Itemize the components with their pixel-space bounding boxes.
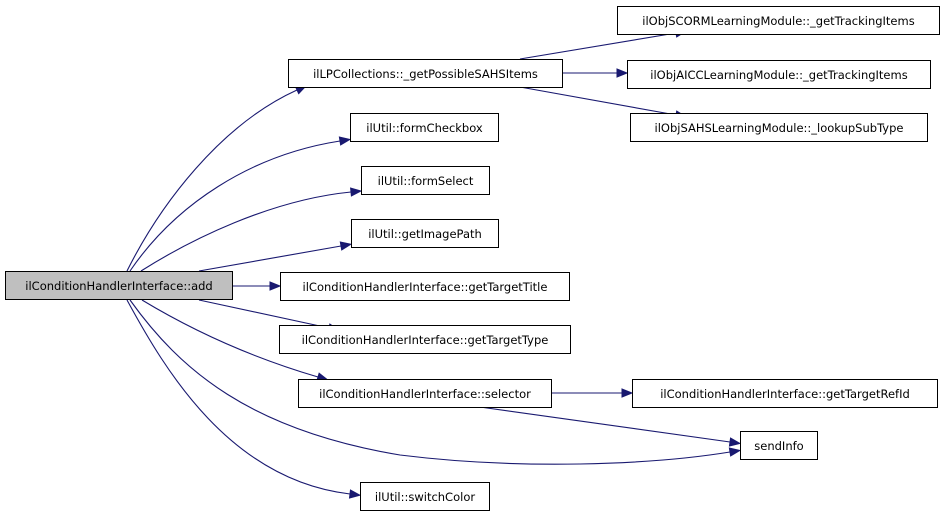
edge-getPossibleSAHSItems-to-aiccTracking xyxy=(562,68,629,78)
edge-line xyxy=(129,299,731,465)
node-scorm-get-tracking-items[interactable]: ilObjSCORMLearningModule::_getTrackingIt… xyxy=(617,6,940,35)
node-label: ilUtil::formCheckbox xyxy=(366,121,483,135)
node-label: ilObjSCORMLearningModule::_getTrackingIt… xyxy=(642,14,914,28)
node-get-target-ref-id[interactable]: ilConditionHandlerInterface::getTargetRe… xyxy=(632,379,938,408)
arrowhead-icon xyxy=(728,437,742,447)
node-label: ilConditionHandlerInterface::getTargetRe… xyxy=(660,387,910,401)
edge-line xyxy=(198,245,342,272)
node-label: ilConditionHandlerInterface::selector xyxy=(319,387,531,401)
node-label: ilConditionHandlerInterface::getTargetTy… xyxy=(302,333,549,347)
arrowhead-icon xyxy=(338,136,352,146)
node-sahs-lookup-sub-type[interactable]: ilObjSAHSLearningModule::_lookupSubType xyxy=(630,113,928,142)
edge-add-to-switchColor xyxy=(126,299,362,499)
node-label: ilObjSAHSLearningModule::_lookupSubType xyxy=(655,121,904,135)
edge-line xyxy=(519,86,677,116)
node-label: ilLPCollections::_getPossibleSAHSItems xyxy=(313,67,538,81)
edge-selector-to-getTargetRefId xyxy=(551,388,634,398)
edge-selector-to-sendInfo xyxy=(479,406,742,447)
arrowhead-icon xyxy=(616,68,629,78)
node-label: ilObjAICCLearningModule::_getTrackingIte… xyxy=(650,68,907,82)
arrowhead-icon xyxy=(621,388,634,398)
node-form-select[interactable]: ilUtil::formSelect xyxy=(361,166,490,195)
node-get-target-title[interactable]: ilConditionHandlerInterface::getTargetTi… xyxy=(280,272,570,301)
node-get-image-path[interactable]: ilUtil::getImagePath xyxy=(351,219,499,248)
node-add[interactable]: ilConditionHandlerInterface::add xyxy=(5,271,233,300)
arrowhead-icon xyxy=(348,489,362,499)
node-get-possible-sahs-items[interactable]: ilLPCollections::_getPossibleSAHSItems xyxy=(288,59,563,88)
node-switch-color[interactable]: ilUtil::switchColor xyxy=(360,482,490,511)
arrowhead-icon xyxy=(339,241,353,251)
node-label: ilConditionHandlerInterface::add xyxy=(25,279,212,293)
edge-add-to-getPossibleSAHSItems xyxy=(126,85,308,272)
node-label: ilUtil::formSelect xyxy=(378,174,474,188)
node-label: ilUtil::switchColor xyxy=(375,490,475,504)
edge-add-to-formCheckbox xyxy=(129,136,352,272)
edge-line xyxy=(141,299,319,378)
node-send-info[interactable]: sendInfo xyxy=(740,431,818,460)
edge-line xyxy=(126,89,298,272)
edge-add-to-getImagePath xyxy=(198,241,353,272)
node-form-checkbox[interactable]: ilUtil::formCheckbox xyxy=(350,113,499,142)
edge-line xyxy=(140,191,352,272)
edge-add-to-sendInfo xyxy=(129,299,742,465)
node-selector[interactable]: ilConditionHandlerInterface::selector xyxy=(298,379,552,408)
edge-line xyxy=(126,299,351,495)
edge-line xyxy=(519,32,677,60)
arrowhead-icon xyxy=(350,187,363,197)
node-label: ilUtil::getImagePath xyxy=(368,227,482,241)
arrowhead-icon xyxy=(269,281,282,291)
node-label: ilConditionHandlerInterface::getTargetTi… xyxy=(303,280,548,294)
edge-line xyxy=(479,406,731,443)
arrowhead-icon xyxy=(728,447,742,457)
edge-line xyxy=(198,299,330,329)
node-get-target-type[interactable]: ilConditionHandlerInterface::getTargetTy… xyxy=(279,325,571,354)
node-label: sendInfo xyxy=(754,439,803,453)
node-aicc-get-tracking-items[interactable]: ilObjAICCLearningModule::_getTrackingIte… xyxy=(627,60,931,89)
edge-line xyxy=(129,140,341,272)
edge-add-to-getTargetTitle xyxy=(232,281,282,291)
edge-add-to-formSelect xyxy=(140,187,363,272)
